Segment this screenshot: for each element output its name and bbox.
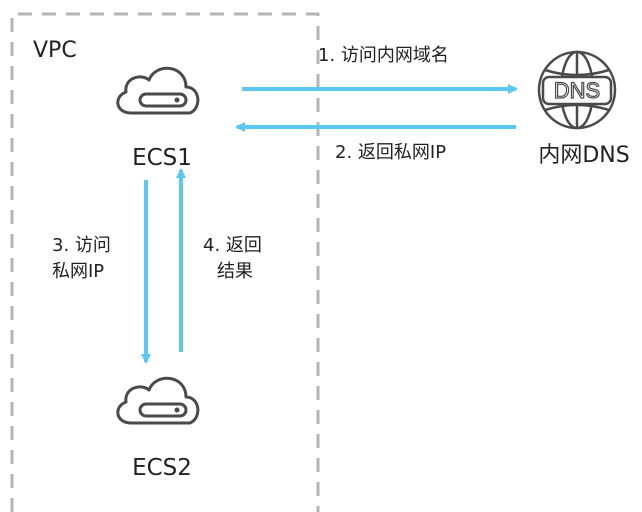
step3-label: 3. 访问 私网IP bbox=[52, 233, 111, 285]
dns-icon-text: DNS bbox=[554, 78, 600, 103]
ecs2-label: ECS2 bbox=[132, 455, 192, 481]
step3-line2: 私网IP bbox=[52, 261, 105, 282]
step3-line1: 3. 访问 bbox=[52, 235, 111, 256]
ecs1-cloud-server-icon bbox=[116, 66, 200, 115]
step4-line2: 结果 bbox=[217, 261, 253, 282]
step4-line1: 4. 返回 bbox=[203, 235, 262, 256]
vpc-boundary bbox=[10, 12, 320, 512]
internal-dns-label: 内网DNS bbox=[538, 143, 630, 168]
step1-label: 1. 访问内网域名 bbox=[318, 45, 449, 66]
ecs2-cloud-server-icon bbox=[116, 376, 200, 425]
vpc-label: VPC bbox=[33, 38, 77, 63]
step4-label: 4. 返回 结果 bbox=[203, 233, 262, 285]
dns-globe-icon bbox=[537, 50, 617, 130]
ecs1-label: ECS1 bbox=[132, 145, 192, 171]
step2-label: 2. 返回私网IP bbox=[335, 142, 447, 163]
